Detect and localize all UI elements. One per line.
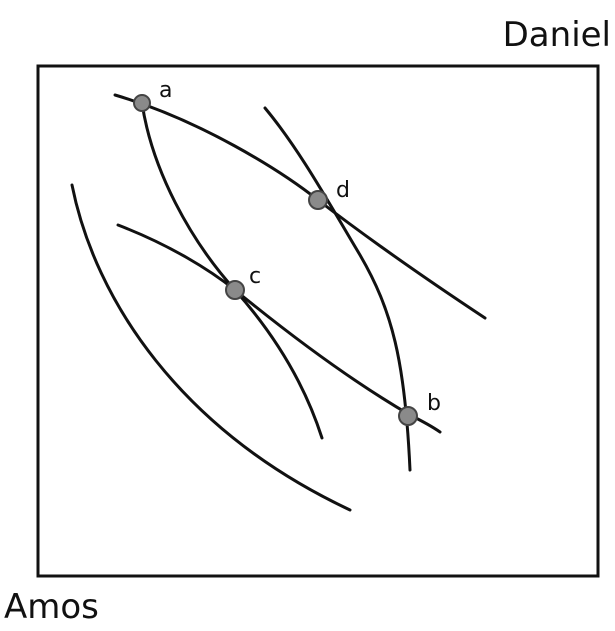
point-label-d: d — [336, 178, 350, 203]
edgeworth-box — [36, 64, 600, 578]
contract-curve-right — [263, 106, 412, 472]
trade-line-a-d-b — [113, 93, 487, 320]
point-c — [225, 280, 245, 300]
point-label-c: c — [249, 264, 261, 289]
trade-line-c-b — [116, 223, 442, 434]
point-b — [398, 406, 418, 426]
origin-label-daniel: Daniel — [502, 15, 611, 55]
point-label-a: a — [159, 78, 172, 103]
contract-curve-left — [140, 101, 324, 440]
origin-label-amos: Amos — [4, 587, 99, 627]
point-a — [133, 94, 151, 112]
point-label-b: b — [427, 391, 441, 416]
amos-indifference-curve-outer — [70, 183, 352, 512]
point-d — [308, 190, 328, 210]
